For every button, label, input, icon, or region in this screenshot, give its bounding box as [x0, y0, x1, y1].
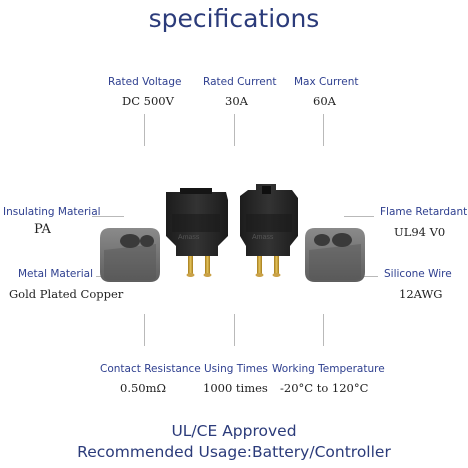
- rated-voltage-label: Rated Voltage: [108, 76, 182, 88]
- right-connector: [240, 184, 298, 277]
- insulating-material-line: [92, 216, 124, 217]
- right-cap: [305, 228, 365, 282]
- flame-retardant-label: Flame Retardant: [380, 206, 468, 218]
- contact-resistance-label: Contact Resistance: [100, 363, 201, 375]
- contact-resistance-line: [144, 314, 145, 346]
- insulating-material-value: PA: [34, 222, 51, 237]
- metal-material-label: Metal Material: [18, 268, 93, 280]
- working-temperature-value: -20°C to 120°C: [280, 381, 369, 395]
- left-connector: [166, 188, 228, 277]
- left-cap: [100, 228, 160, 282]
- footer-usage: Recommended Usage:Battery/Controller: [77, 443, 391, 461]
- max-current-value: 60A: [313, 94, 336, 108]
- using-times-value: 1000 times: [203, 381, 268, 395]
- working-temperature-line: [323, 314, 324, 346]
- flame-retardant-line: [344, 216, 374, 217]
- using-times-line: [234, 314, 235, 346]
- right-connector-marking: Amass: [252, 234, 274, 241]
- max-current-line: [323, 114, 324, 146]
- rated-current-line: [234, 114, 235, 146]
- insulating-material-label: Insulating Material: [3, 206, 101, 218]
- max-current-label: Max Current: [294, 76, 359, 88]
- silicone-wire-value: 12AWG: [399, 287, 443, 301]
- rated-voltage-line: [144, 114, 145, 146]
- silicone-wire-label: Silicone Wire: [384, 268, 452, 280]
- working-temperature-label: Working Temperature: [272, 363, 385, 375]
- page-title: specifications: [148, 4, 320, 33]
- rated-current-label: Rated Current: [203, 76, 277, 88]
- rated-voltage-value: DC 500V: [122, 94, 174, 108]
- left-connector-marking: Amass: [177, 233, 200, 242]
- footer-approval: UL/CE Approved: [171, 422, 297, 440]
- metal-material-value: Gold Plated Copper: [9, 287, 124, 301]
- using-times-label: Using Times: [204, 363, 268, 375]
- contact-resistance-value: 0.50mΩ: [120, 381, 167, 395]
- flame-retardant-value: UL94 V0: [394, 225, 446, 239]
- rated-current-value: 30A: [225, 94, 248, 108]
